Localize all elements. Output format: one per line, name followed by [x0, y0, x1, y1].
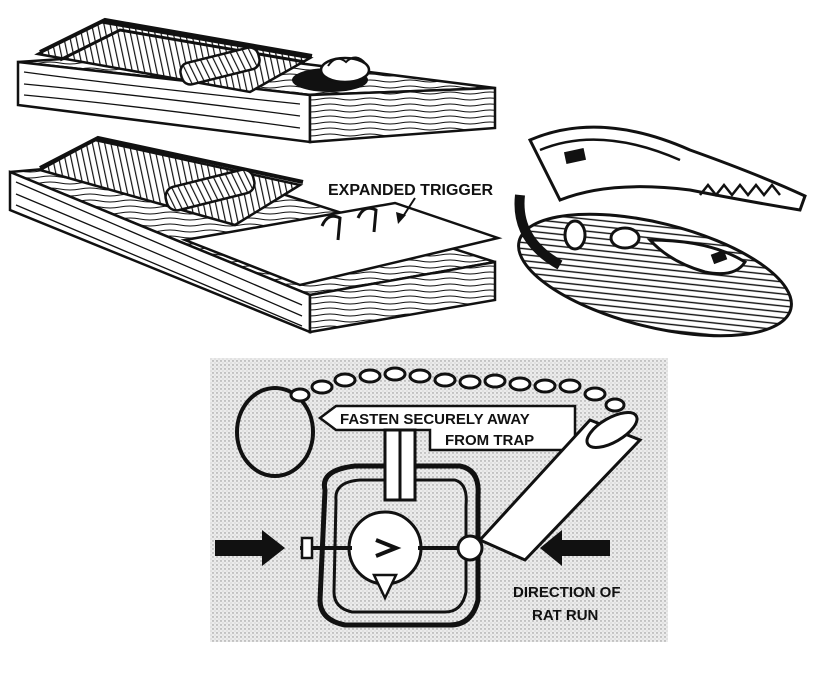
snap-trap-expanded-trigger: EXPANDED TRIGGER	[8, 135, 503, 334]
label-fasten-line1: FASTEN SECURELY AWAY	[340, 411, 530, 428]
clamp-trap	[514, 125, 807, 338]
steel-trap-panel: FASTEN SECURELY AWAY FROM TRAP DIRECTION…	[210, 358, 668, 642]
label-direction-line1: DIRECTION OF	[513, 584, 621, 601]
arrow-left-icon	[540, 530, 610, 566]
label-direction-line2: RAT RUN	[532, 607, 598, 624]
label-expanded-trigger: EXPANDED TRIGGER	[328, 182, 494, 199]
snap-trap-top	[16, 17, 497, 144]
arrow-right-icon	[215, 530, 285, 566]
label-fasten-line2: FROM TRAP	[445, 432, 534, 449]
